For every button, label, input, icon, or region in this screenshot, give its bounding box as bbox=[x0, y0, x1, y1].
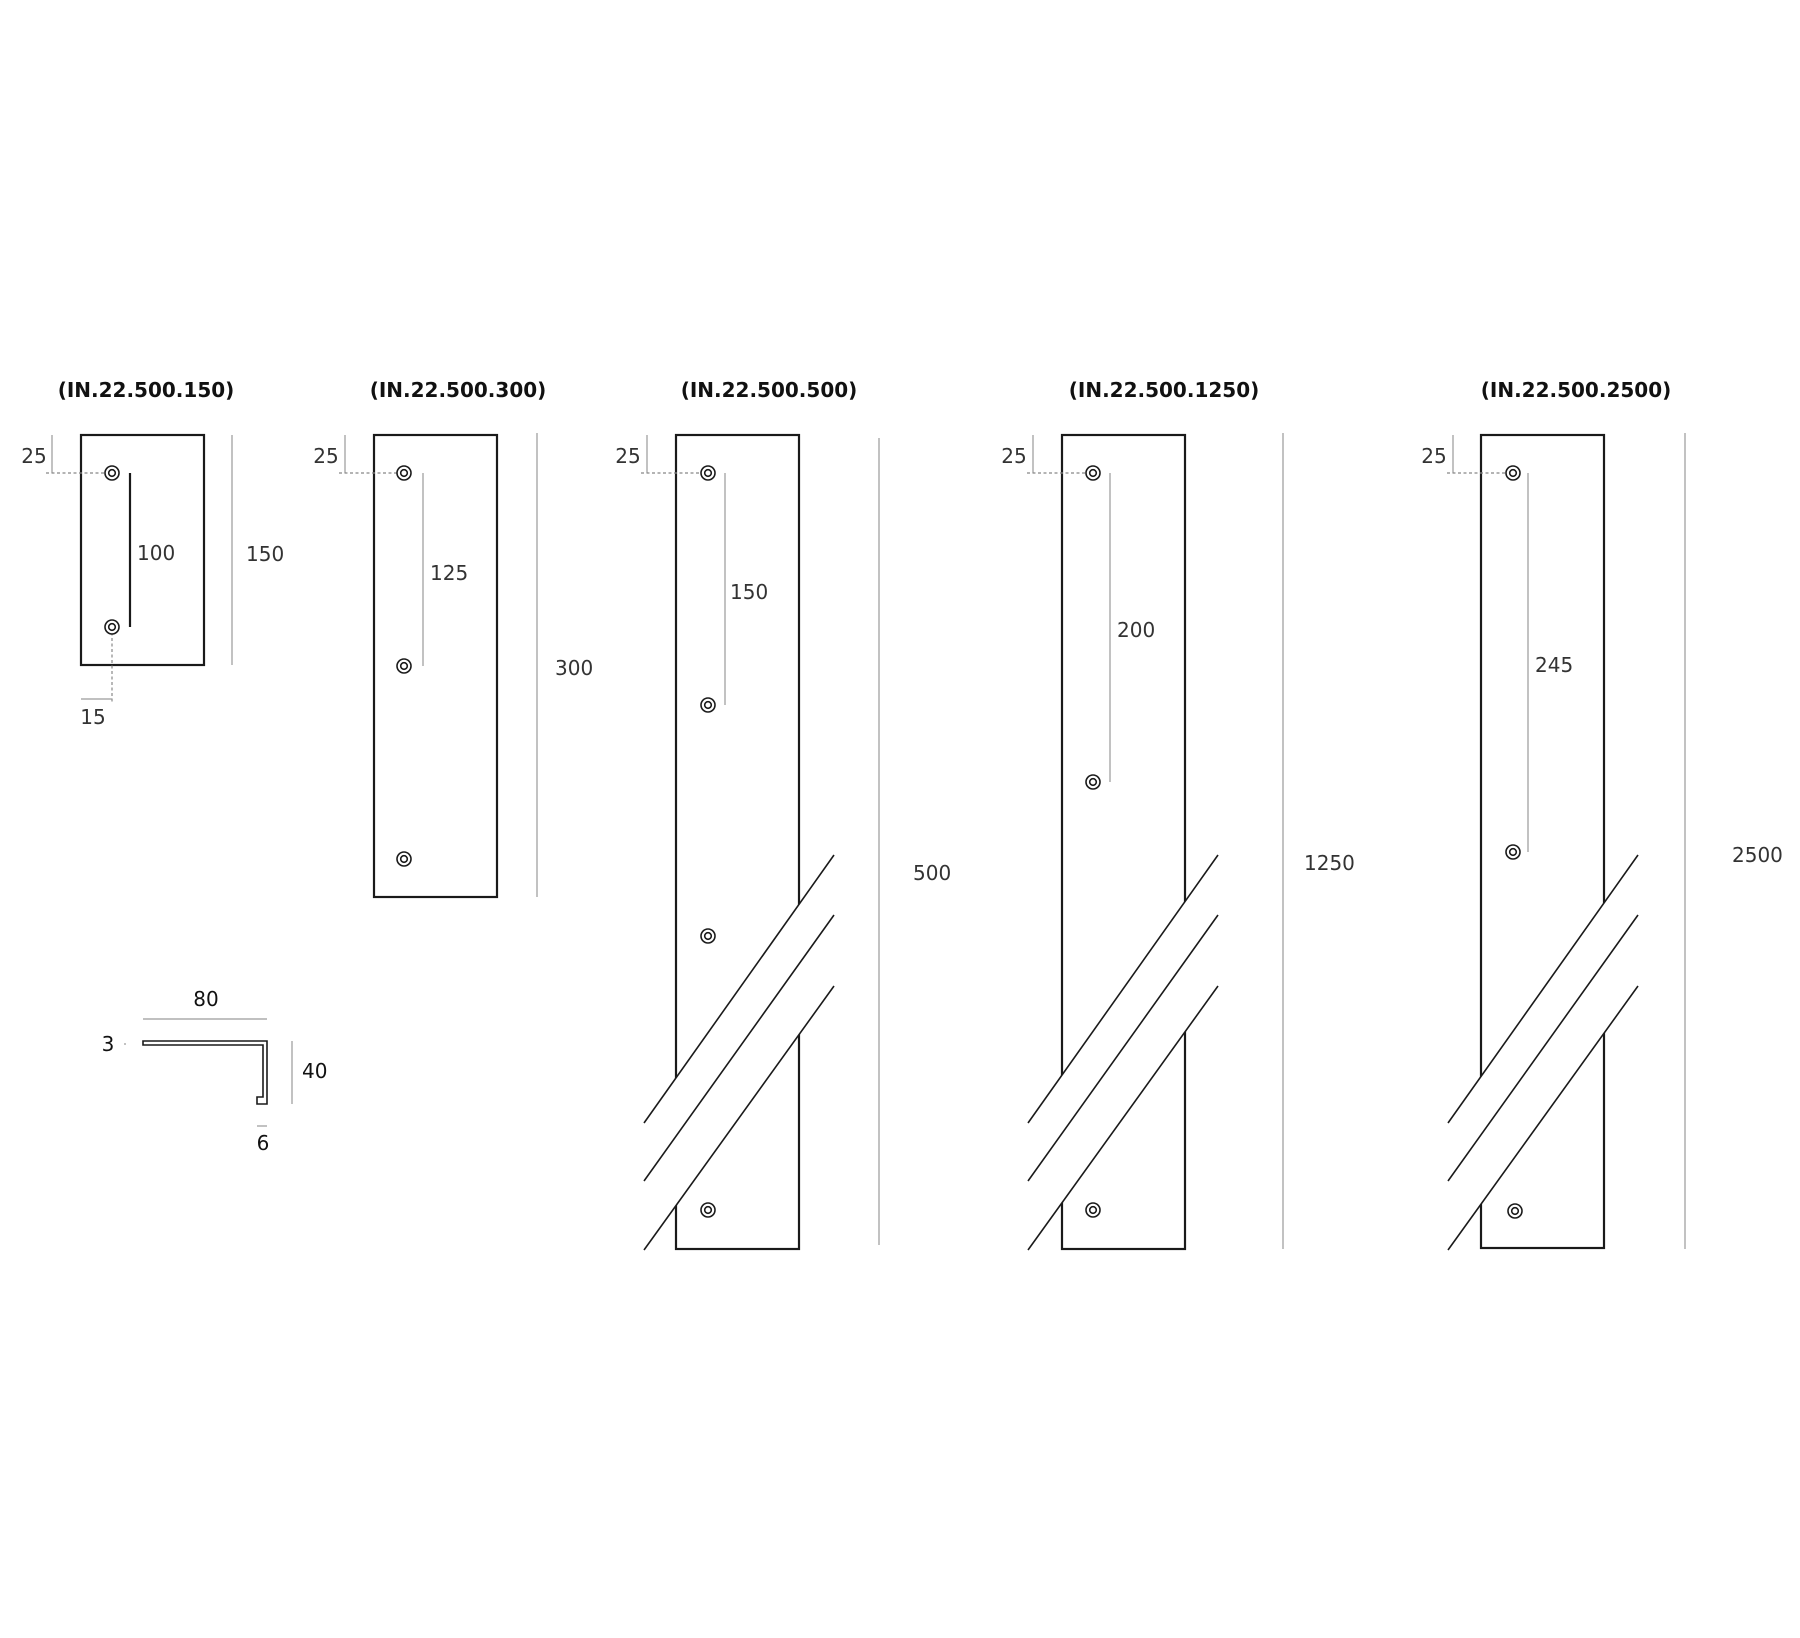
break-line bbox=[643, 985, 835, 1251]
dim-spacing: 125 bbox=[430, 561, 468, 585]
plate-body bbox=[372, 433, 499, 899]
plate-500: (IN.22.500.500) 25 150 500 bbox=[615, 378, 951, 1251]
dim-length: 150 bbox=[246, 542, 284, 566]
screw-hole-icon bbox=[700, 697, 716, 713]
screw-hole-icon bbox=[1085, 774, 1101, 790]
plate-code: (IN.22.500.2500) bbox=[1481, 378, 1672, 402]
screw-hole-icon bbox=[1085, 465, 1101, 481]
dim-bottom-offset: 15 bbox=[80, 705, 105, 729]
dim-top-offset: 25 bbox=[21, 444, 46, 468]
screw-hole-icon bbox=[700, 1202, 716, 1218]
screw-hole-icon bbox=[104, 619, 120, 635]
dim-length: 1250 bbox=[1304, 851, 1355, 875]
dim-spacing: 100 bbox=[137, 541, 175, 565]
break-line bbox=[1447, 985, 1639, 1251]
dim-top-offset: 25 bbox=[1421, 444, 1446, 468]
dim-length: 2500 bbox=[1732, 843, 1783, 867]
profile-section: 80 3 40 6 bbox=[102, 987, 328, 1155]
plate-150: (IN.22.500.150) 25 100 150 15 bbox=[21, 378, 284, 729]
dim-top-offset: 25 bbox=[615, 444, 640, 468]
plate-300: (IN.22.500.300) 25 125 300 bbox=[313, 378, 593, 899]
break-line bbox=[1027, 854, 1219, 1124]
dim-spacing: 245 bbox=[1535, 653, 1573, 677]
screw-hole-icon bbox=[396, 658, 412, 674]
break-line bbox=[1027, 914, 1219, 1182]
screw-hole-icon bbox=[1505, 844, 1521, 860]
break-mask bbox=[1028, 855, 1218, 1250]
break-mask bbox=[1448, 855, 1638, 1250]
break-line bbox=[1027, 985, 1219, 1251]
plate-code: (IN.22.500.1250) bbox=[1069, 378, 1260, 402]
dim-length: 500 bbox=[913, 861, 951, 885]
dim-top-offset: 25 bbox=[313, 444, 338, 468]
dim-profile-width: 80 bbox=[193, 987, 218, 1011]
plate-code: (IN.22.500.500) bbox=[681, 378, 858, 402]
plate-1250: (IN.22.500.1250) 25 200 1250 bbox=[1001, 378, 1355, 1251]
break-line bbox=[1447, 854, 1639, 1124]
screw-hole-icon bbox=[104, 465, 120, 481]
dim-length: 300 bbox=[555, 656, 593, 680]
dim-profile-height: 40 bbox=[302, 1059, 327, 1083]
plate-code: (IN.22.500.150) bbox=[58, 378, 235, 402]
break-mask bbox=[644, 855, 834, 1250]
break-line bbox=[643, 914, 835, 1182]
angle-profile bbox=[142, 1040, 268, 1105]
plate-2500: (IN.22.500.2500) 25 245 2500 bbox=[1421, 378, 1783, 1251]
screw-hole-icon bbox=[1507, 1203, 1523, 1219]
break-line bbox=[643, 854, 835, 1124]
screw-hole-icon bbox=[700, 928, 716, 944]
dim-profile-lip: 6 bbox=[257, 1131, 270, 1155]
plate-code: (IN.22.500.300) bbox=[370, 378, 547, 402]
dim-spacing: 150 bbox=[730, 580, 768, 604]
dim-profile-thickness: 3 bbox=[102, 1032, 115, 1056]
screw-hole-icon bbox=[700, 465, 716, 481]
break-line bbox=[1447, 914, 1639, 1182]
screw-hole-icon bbox=[396, 851, 412, 867]
screw-hole-icon bbox=[1085, 1202, 1101, 1218]
dim-spacing: 200 bbox=[1117, 618, 1155, 642]
dim-top-offset: 25 bbox=[1001, 444, 1026, 468]
screw-hole-icon bbox=[396, 465, 412, 481]
screw-hole-icon bbox=[1505, 465, 1521, 481]
